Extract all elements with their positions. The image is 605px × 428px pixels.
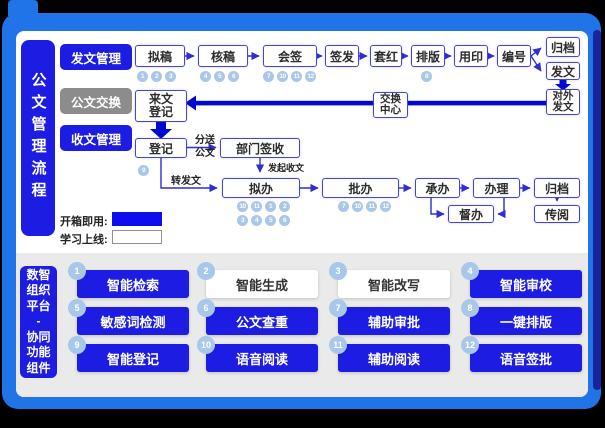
feature-badge-9: 9: [68, 336, 86, 354]
flow-step-countersign: 会签: [263, 45, 317, 67]
flow-step-incoming-register: 来文 登记: [135, 90, 187, 122]
feature-assist-approval: 辅助审批: [338, 307, 450, 335]
flow-step-review: 核稿: [198, 45, 248, 67]
flow-step-typeset: 排版: [411, 45, 445, 67]
feature-smart-search: 智能检索: [77, 270, 189, 298]
badge: 11: [251, 201, 262, 212]
badge: 3: [237, 215, 248, 226]
badge: 6: [279, 215, 290, 226]
feature-badge-7: 7: [329, 299, 347, 317]
badge: 6: [228, 71, 239, 82]
feature-badge-1: 1: [68, 262, 86, 280]
frame-right-edge-decoration: [593, 30, 601, 390]
folder-tab-decoration: [8, 0, 38, 16]
flow-step-circulate: 传阅: [534, 205, 580, 223]
feature-badge-12: 12: [461, 336, 479, 354]
flow-step-supervise: 督办: [448, 205, 494, 223]
feature-badge-8: 8: [461, 299, 479, 317]
badge: 12: [305, 71, 316, 82]
flow-step-proposal: 拟办: [222, 178, 300, 198]
badge: 2: [279, 201, 290, 212]
badge-group-draft: 1 2 3: [137, 71, 176, 82]
badge-group-approval: 7 10 11 12: [338, 201, 391, 212]
feature-badge-11: 11: [329, 336, 347, 354]
badge: 4: [200, 71, 211, 82]
flow-step-dept-sign-receive: 部门签收: [220, 138, 300, 158]
legend-learn-online-swatch: [112, 230, 162, 244]
badge: 8: [421, 71, 432, 82]
badge: 2: [151, 71, 162, 82]
feature-badge-4: 4: [461, 262, 479, 280]
feature-smart-generate: 智能生成: [206, 270, 318, 298]
label-distribute-document: 分送 公文: [195, 135, 215, 159]
category-incoming-management: 收文管理: [60, 125, 132, 151]
badge: 10: [352, 201, 363, 212]
feature-badge-3: 3: [329, 262, 347, 280]
badge: 1: [137, 71, 148, 82]
badge: 11: [366, 201, 377, 212]
badge: 12: [380, 201, 391, 212]
flow-step-external-dispatch: 对外 发文: [546, 89, 580, 115]
flow-step-red-header: 套红: [370, 45, 402, 67]
flow-step-numbering: 编号: [497, 45, 531, 67]
feature-doc-dedupe: 公文查重: [206, 307, 318, 335]
badge-group-review: 4 5 6: [200, 71, 239, 82]
flow-step-approval: 批办: [322, 178, 399, 198]
category-document-exchange: 公文交换: [60, 88, 132, 114]
badge-group-typeset: 8: [421, 71, 432, 82]
feature-sensitive-word-check: 敏感词检测: [77, 307, 189, 335]
feature-badge-10: 10: [197, 336, 215, 354]
feature-assist-reading: 辅助阅读: [338, 344, 450, 372]
flow-step-undertake: 承办: [415, 178, 460, 198]
badge: 10: [277, 71, 288, 82]
badge: 5: [214, 71, 225, 82]
badge: 3: [165, 71, 176, 82]
feature-badge-6: 6: [197, 299, 215, 317]
flow-step-exchange-center: 交换 中心: [373, 92, 408, 118]
badge: 5: [265, 215, 276, 226]
badge: 1: [265, 201, 276, 212]
feature-smart-proofread: 智能审校: [470, 270, 582, 298]
legend-learn-online-label: 学习上线:: [60, 234, 108, 246]
flow-step-archive: 归档: [534, 178, 580, 198]
badge: 10: [237, 201, 248, 212]
feature-badge-5: 5: [68, 299, 86, 317]
badge-group-countersign: 7 10 11 12: [263, 71, 316, 82]
platform-title-vertical: 数智 组织 平台 - 协同 功能 组件: [20, 266, 57, 378]
badge: 4: [251, 215, 262, 226]
badge: 7: [263, 71, 274, 82]
flow-step-draft: 拟稿: [135, 45, 185, 67]
badge-group-proposal: 10 11 1 2 3 4 5 6: [237, 201, 295, 226]
legend-out-of-box-label: 开箱即用:: [60, 216, 108, 228]
flow-step-sign-issue: 签发: [325, 45, 359, 67]
flow-step-register: 登记: [135, 138, 187, 158]
badge: 11: [291, 71, 302, 82]
label-initiate-receive: 发起收文: [268, 163, 305, 173]
flow-connectors: [150, 47, 571, 219]
content-panel: 公文管理流程 发文管理 公文交换 收文管理 拟稿 核稿 会签 签发 套红 排版 …: [16, 31, 588, 397]
badge: 7: [338, 201, 349, 212]
flow-step-dispatch: 发文: [546, 62, 580, 80]
feature-one-click-typeset: 一键排版: [470, 307, 582, 335]
flow-step-seal: 用印: [454, 45, 488, 67]
category-outgoing-management: 发文管理: [60, 44, 132, 70]
feature-badge-2: 2: [197, 262, 215, 280]
label-forward-document: 转发文: [171, 176, 201, 187]
feature-smart-rewrite: 智能改写: [338, 270, 450, 298]
feature-voice-reading: 语音阅读: [206, 344, 318, 372]
feature-smart-register: 智能登记: [77, 344, 189, 372]
main-title-vertical: 公文管理流程: [21, 40, 55, 236]
badge-register: 9: [138, 165, 149, 176]
flow-step-handle: 办理: [473, 178, 520, 198]
feature-voice-sign: 语音签批: [470, 344, 582, 372]
flow-step-archive-top: 归档: [546, 37, 580, 57]
legend-out-of-box-swatch: [112, 212, 162, 226]
